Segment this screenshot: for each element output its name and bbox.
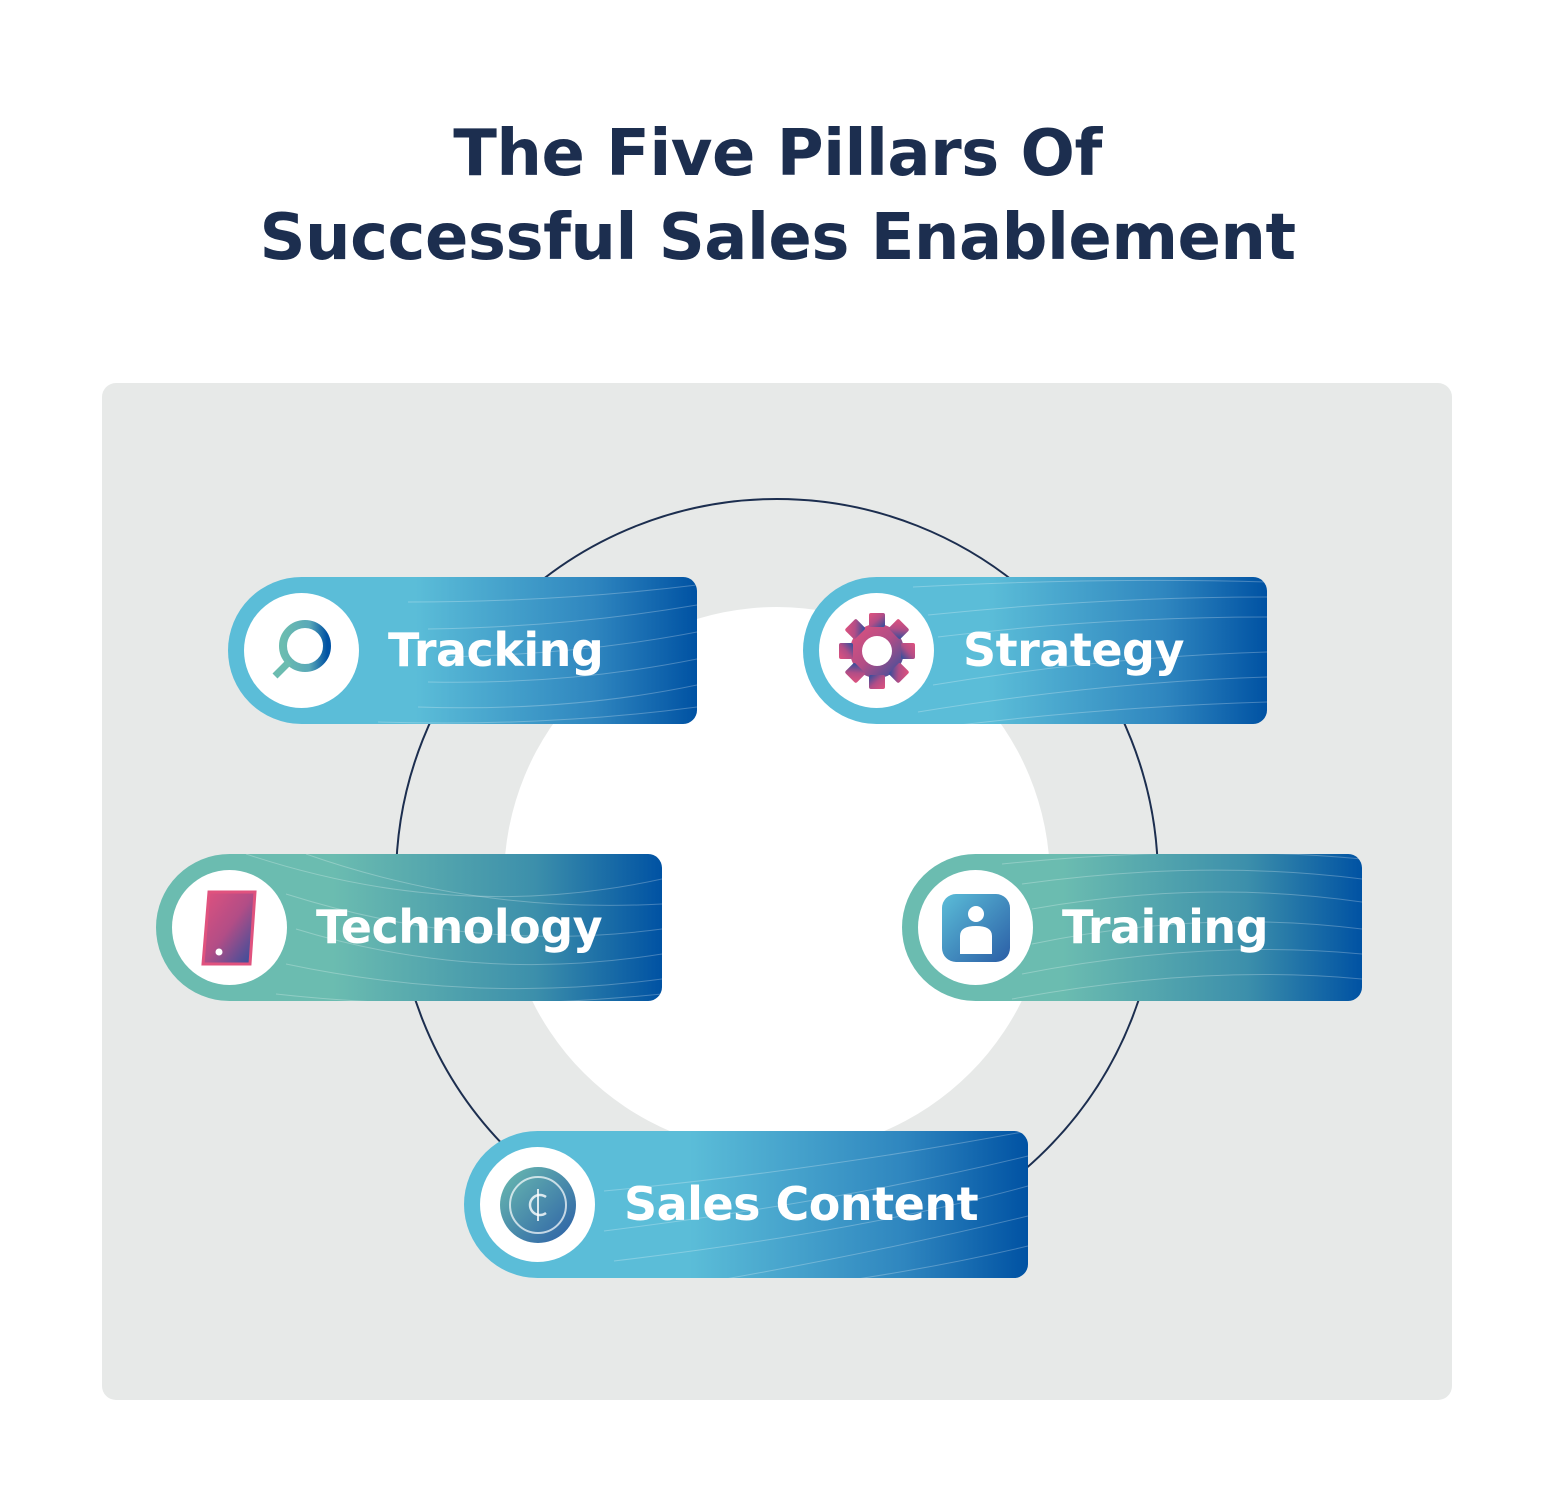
- coin-icon: [499, 1166, 576, 1243]
- title-line-2: Successful Sales Enablement: [259, 201, 1296, 275]
- pillar-label: Tracking: [388, 623, 604, 677]
- title-line-1: The Five Pillars Of: [453, 117, 1102, 191]
- training-icon-badge: [918, 870, 1033, 985]
- page-title: The Five Pillars Of Successful Sales Ena…: [0, 112, 1555, 280]
- decorative-lines: [1001, 854, 1362, 1000]
- gear-icon: [838, 612, 915, 689]
- pillar-training: Training: [902, 854, 1362, 1001]
- pillar-label: Training: [1062, 900, 1269, 954]
- sales-content-icon-badge: [480, 1147, 595, 1262]
- magnifier-icon: [272, 619, 331, 678]
- technology-icon-badge: [172, 870, 287, 985]
- pillar-label: Strategy: [963, 623, 1184, 677]
- decorative-lines: [603, 1131, 1028, 1278]
- decorative-lines: [377, 584, 697, 724]
- decorative-lines: [912, 579, 1267, 724]
- pillar-tracking: Tracking: [228, 577, 697, 724]
- decorative-lines: [245, 854, 662, 1001]
- strategy-icon-badge: [819, 593, 934, 708]
- pillar-strategy: Strategy: [803, 577, 1267, 724]
- tracking-icon-badge: [244, 593, 359, 708]
- pillar-sales-content: Sales Content: [464, 1131, 1028, 1278]
- pillar-label: Sales Content: [624, 1177, 979, 1231]
- person-icon: [941, 893, 1010, 962]
- pillar-label: Technology: [316, 900, 603, 954]
- pillar-technology: Technology: [156, 854, 662, 1001]
- smartphone-icon: [200, 890, 257, 965]
